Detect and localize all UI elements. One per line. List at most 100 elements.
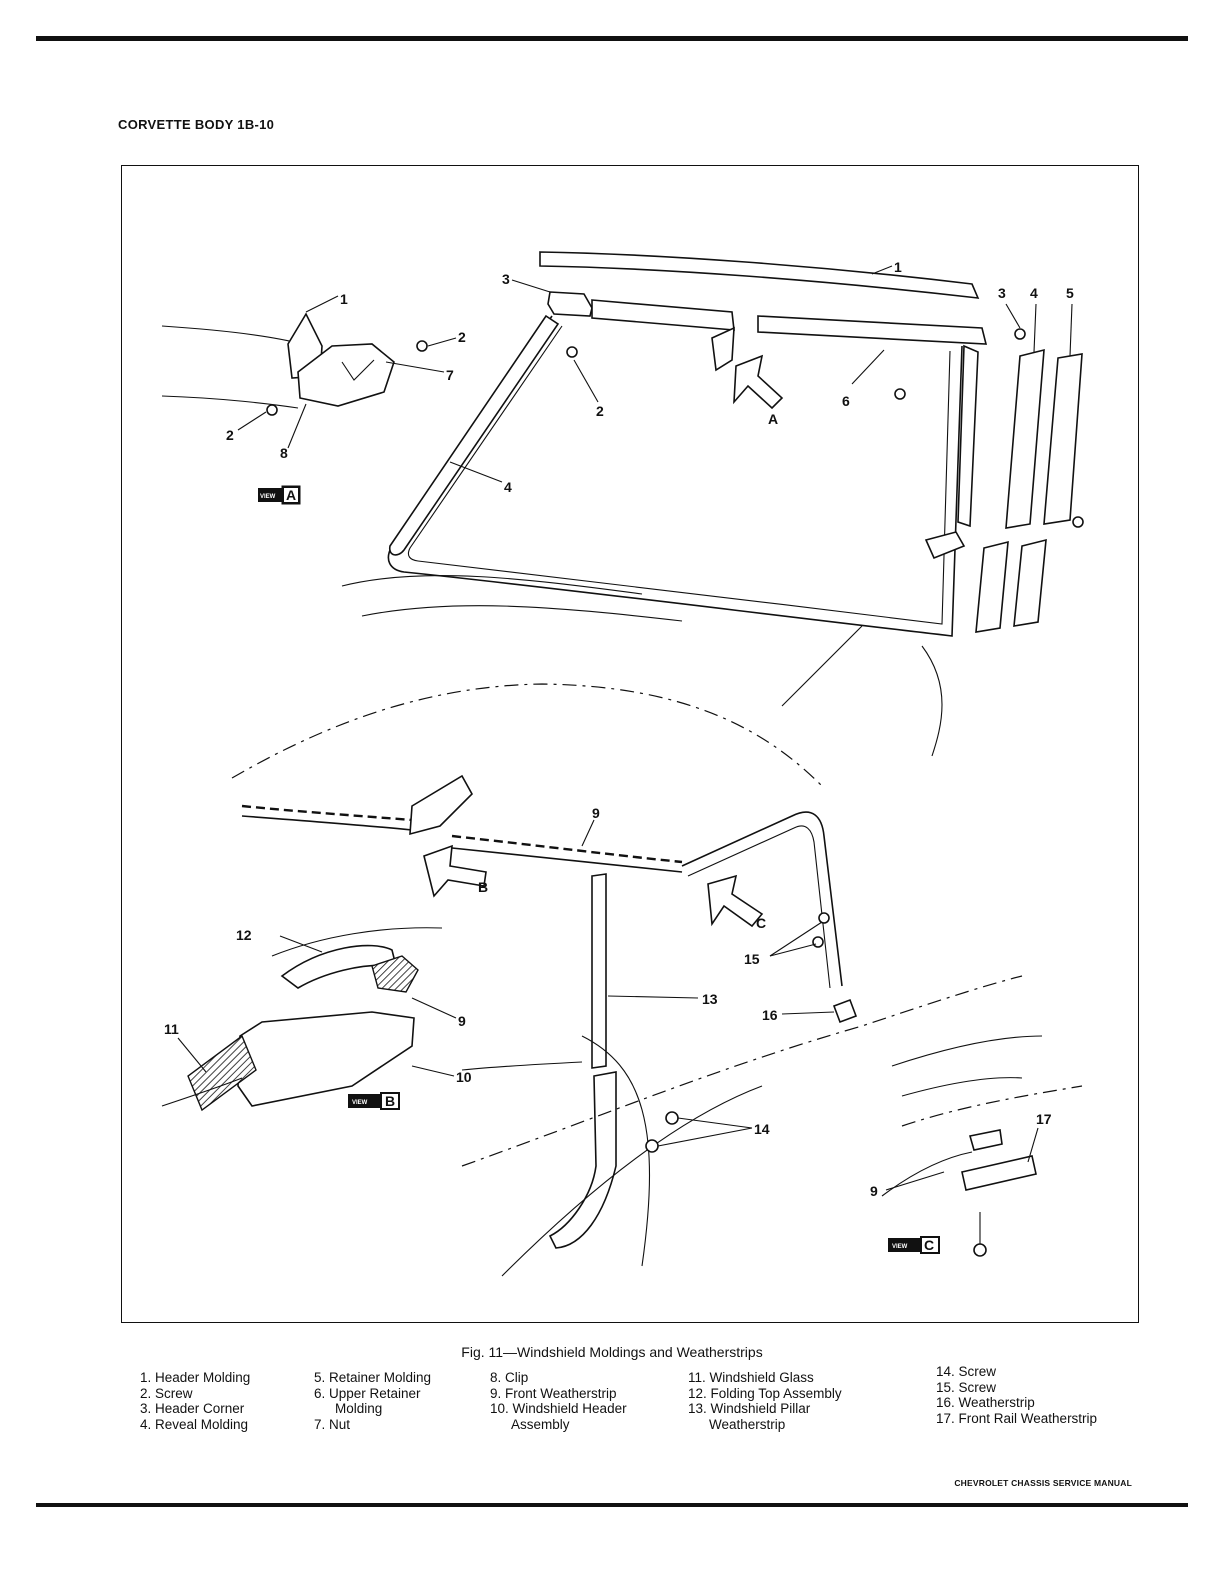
body-line-lower (501, 1085, 763, 1277)
callout-3-header-corner-right: 3 (998, 285, 1006, 301)
lower-folding-top-assembly: B C (231, 683, 1023, 1277)
legend-item: Weatherstrip (709, 1416, 786, 1432)
legend-item: 8. Clip (490, 1370, 529, 1385)
callout-7-nut: 7 (446, 367, 454, 383)
screw-upper-right (894, 388, 906, 400)
footer-manual-title: CHEVROLET CHASSIS SERVICE MANUAL (954, 1478, 1132, 1488)
page-header: CORVETTE BODY 1B-10 (118, 117, 275, 132)
front-weatherstrip-dashes-2 (451, 834, 683, 864)
legend-item: 1. Header Molding (140, 1370, 251, 1385)
right-pillar (957, 344, 979, 528)
legend-column-2: 5. Retainer Molding 6. Upper Retainer Mo… (314, 1370, 431, 1432)
callout-14-screw: 14 (754, 1121, 770, 1137)
glass-section-hatch (187, 1034, 257, 1112)
legend-column-1: 1. Header Molding 2. Screw 3. Header Cor… (140, 1370, 250, 1432)
windshield-pillar-weatherstrip (591, 873, 607, 1069)
legend-item: 11. Windshield Glass (688, 1370, 814, 1385)
view-arrow-c (707, 874, 764, 928)
reveal-molding-left (388, 314, 560, 556)
legend-item: 5. Retainer Molding (314, 1370, 432, 1385)
nut-detail (416, 340, 428, 352)
screw-upper-left (566, 346, 578, 358)
view-b-detail (161, 927, 443, 1112)
clip-detail (297, 343, 395, 407)
svg-text:VIEW: VIEW (260, 494, 276, 500)
legend-column-3: 8. Clip 9. Front Weatherstrip 10. Windsh… (490, 1370, 627, 1432)
cowl-lower (461, 975, 1023, 1167)
svg-text:A: A (286, 487, 296, 503)
callout-5-retainer-molding: 5 (1066, 285, 1074, 301)
view-arrow-a (733, 354, 784, 410)
reveal-molding-right (1005, 348, 1045, 529)
callout-1-view-a: 1 (340, 291, 348, 307)
legend-item: 13. Windshield Pillar (688, 1401, 811, 1416)
screw-15a (818, 912, 830, 924)
windshield-header-profile (237, 1011, 415, 1107)
callout-9-view-b: 9 (458, 1013, 466, 1029)
upper-retainer-left (591, 299, 735, 331)
callout-2-view-a-screw: 2 (226, 427, 234, 443)
screw-detail (266, 404, 278, 416)
hood-line (781, 625, 863, 707)
legend-item: 3. Header Corner (140, 1401, 245, 1416)
legend-column-4: 11. Windshield Glass 12. Folding Top Ass… (688, 1370, 842, 1432)
callout-9-view-c: 9 (870, 1183, 878, 1199)
header-molding (539, 251, 980, 299)
rail-bracket (968, 1129, 1003, 1151)
bottom-rule (36, 1503, 1188, 1507)
legend-item: 6. Upper Retainer (314, 1385, 421, 1401)
callout-13-pillar-weatherstrip: 13 (702, 991, 718, 1007)
rail-line-lower (881, 1151, 973, 1197)
legend-item: 7. Nut (314, 1416, 351, 1432)
upper-windshield-assembly: A (341, 251, 1084, 757)
clip-detail-inner (341, 359, 375, 381)
legend-item: Assembly (511, 1416, 570, 1432)
svg-text:VIEW: VIEW (892, 1244, 908, 1250)
figure-caption: Fig. 11—Windshield Moldings and Weathers… (461, 1344, 763, 1360)
windshield-header-bar (241, 815, 413, 831)
view-c-detail (881, 1035, 1083, 1257)
screw-15b (812, 936, 824, 948)
retainer-molding-right (1043, 353, 1083, 525)
svg-text:B: B (385, 1093, 395, 1109)
pillar-frame-right-inner (687, 825, 831, 989)
svg-text:C: C (924, 1237, 934, 1253)
pillar-frame-right (681, 811, 843, 987)
header-molding-section-2 (161, 395, 299, 409)
cowl-line (341, 574, 643, 595)
front-weatherstrip-dashes (241, 804, 413, 822)
callout-8-clip: 8 (280, 445, 288, 461)
view-tag-c: VIEW C (888, 1236, 940, 1254)
view-arrow-label-b: B (478, 879, 488, 895)
view-a-detail (161, 312, 428, 416)
callout-16-weatherstrip: 16 (762, 1007, 778, 1023)
glass-section (161, 1077, 243, 1107)
svg-text:VIEW: VIEW (352, 1100, 368, 1106)
callout-labels: 1 1 3 3 4 5 6 2 4 2 7 2 8 9 12 9 11 10 1… (164, 259, 1074, 1199)
windshield-frame-outer (387, 315, 963, 637)
cowl-line-2 (361, 605, 683, 622)
callout-4-reveal-molding-left: 4 (504, 479, 512, 495)
screw-14b (645, 1139, 659, 1153)
leader-lines (177, 265, 1073, 1191)
callout-2-view-a-nut: 2 (458, 329, 466, 345)
legend-item: 4. Reveal Molding (140, 1416, 249, 1432)
callout-1-header-molding: 1 (894, 259, 902, 275)
view-tag-a: VIEW A (258, 485, 301, 505)
legend-item: 16. Weatherstrip (936, 1395, 1035, 1410)
legend-item: 10. Windshield Header (490, 1401, 627, 1416)
callout-3-header-corner-left: 3 (502, 271, 510, 287)
folding-top-section (271, 927, 443, 957)
legend-item: 9. Front Weatherstrip (490, 1385, 617, 1401)
screw-view-c (973, 1243, 987, 1257)
callout-10-windshield-header: 10 (456, 1069, 472, 1085)
windshield-header-bar-2 (451, 847, 683, 873)
callout-12-folding-top: 12 (236, 927, 252, 943)
lower-clip (924, 531, 966, 560)
callout-2-screw-upper: 2 (596, 403, 604, 419)
windshield-frame-inner (407, 325, 951, 625)
figure-frame: A B C (121, 165, 1139, 1323)
callout-17-front-rail: 17 (1036, 1111, 1052, 1127)
callout-4-reveal-molding-right: 4 (1030, 285, 1038, 301)
windshield-glass-edge (461, 1061, 583, 1071)
